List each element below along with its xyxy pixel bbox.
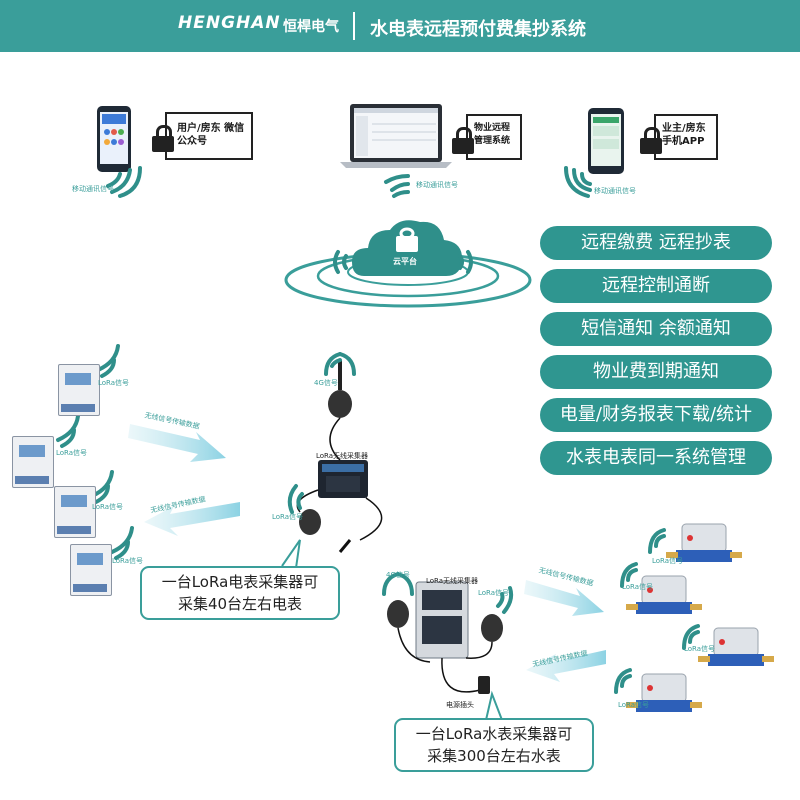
water-collector-label: LoRa无线采集器 [426, 577, 479, 585]
power-plug-label: 电源插头 [446, 701, 474, 709]
water-callout-line1: 一台LoRa水表采集器可 [415, 725, 573, 743]
cloud-label: 云平台 [393, 257, 417, 266]
feature-reports: 电量/财务报表下载/统计 [540, 398, 772, 432]
electric-meter-signal-label: LoRa信号 [56, 449, 88, 457]
app-label: 业主/房东 手机APP [662, 123, 706, 147]
signal-label-app: 移动通讯信号 [594, 187, 636, 195]
page-title: 水电表远程预付费集抄系统 [370, 19, 586, 40]
water-meter-signal-label: LoRa信号 [684, 645, 716, 653]
cloud-signal-icons [333, 250, 473, 274]
water-data-arrows [524, 580, 606, 682]
phone-app-device [588, 108, 624, 174]
electric-gateway-4g-label: 4G信号 [314, 379, 338, 387]
signal-label-wechat: 移动通讯信号 [72, 185, 114, 193]
water-meters [626, 523, 774, 712]
electric-callout-line1: 一台LoRa电表采集器可 [161, 573, 319, 591]
electric-meter [70, 544, 112, 596]
electric-collector-lora-label: LoRa信号 [272, 513, 304, 521]
brand-logo: HENGHAN [178, 13, 281, 33]
laptop-device [340, 104, 452, 168]
lock-icon [640, 127, 662, 154]
terminal-signal-icons [106, 166, 592, 198]
app-label-box: 业主/房东 手机APP [654, 114, 718, 160]
feature-notifications: 短信通知 余额通知 [540, 312, 772, 346]
feature-fee-reminder: 物业费到期通知 [540, 355, 772, 389]
wechat-label-box: 用户/房东 微信公众号 [165, 112, 253, 160]
water-meter-signal-label: LoRa信号 [618, 701, 650, 709]
water-gateway-signals [382, 572, 514, 614]
wechat-label: 用户/房东 微信公众号 [177, 123, 245, 147]
electric-callout: 一台LoRa电表采集器可 采集40台左右电表 [140, 566, 340, 620]
water-meter-signals [614, 528, 700, 694]
electric-collector-label: LoRa无线采集器 [316, 452, 369, 460]
water-collector-lora-label: LoRa信号 [478, 589, 510, 597]
header-bar: HENGHAN 恒桿电气 水电表远程预付费集抄系统 [0, 0, 800, 52]
electric-gateway-signals [287, 352, 356, 514]
electric-meter-signal-label: LoRa信号 [98, 379, 130, 387]
electric-meter-signal-label: LoRa信号 [112, 557, 144, 565]
water-callout: 一台LoRa水表采集器可 采集300台左右水表 [394, 718, 594, 772]
cloud-platform-shape [352, 220, 462, 276]
water-meter-signal-label: LoRa信号 [652, 557, 684, 565]
lock-icon [452, 127, 474, 154]
signal-label-property: 移动通讯信号 [416, 181, 458, 189]
electric-data-arrows [128, 424, 240, 536]
property-label: 物业远程 管理系统 [474, 123, 511, 146]
electric-meter-signal-label: LoRa信号 [92, 503, 124, 511]
lock-icon [152, 125, 174, 152]
water-meter-signal-label: LoRa信号 [622, 583, 654, 591]
header-divider [353, 12, 355, 40]
electric-callout-line2: 采集40台左右电表 [177, 595, 303, 613]
feature-remote-control: 远程控制通断 [540, 269, 772, 303]
feature-remote-payment: 远程缴费 远程抄表 [540, 226, 772, 260]
feature-unified-management: 水表电表同一系统管理 [540, 441, 772, 475]
brand-name: 恒桿电气 [283, 19, 339, 35]
water-callout-line2: 采集300台左右水表 [427, 747, 561, 765]
water-collector-device [387, 581, 503, 694]
phone-wechat-device [97, 106, 131, 172]
electric-meter [58, 364, 100, 416]
electric-meter [12, 436, 54, 488]
property-label-box: 物业远程 管理系统 [466, 114, 522, 160]
water-gateway-4g-label: 4G信号 [386, 571, 410, 579]
electric-meter [54, 486, 96, 538]
electric-collector-device [296, 360, 383, 553]
